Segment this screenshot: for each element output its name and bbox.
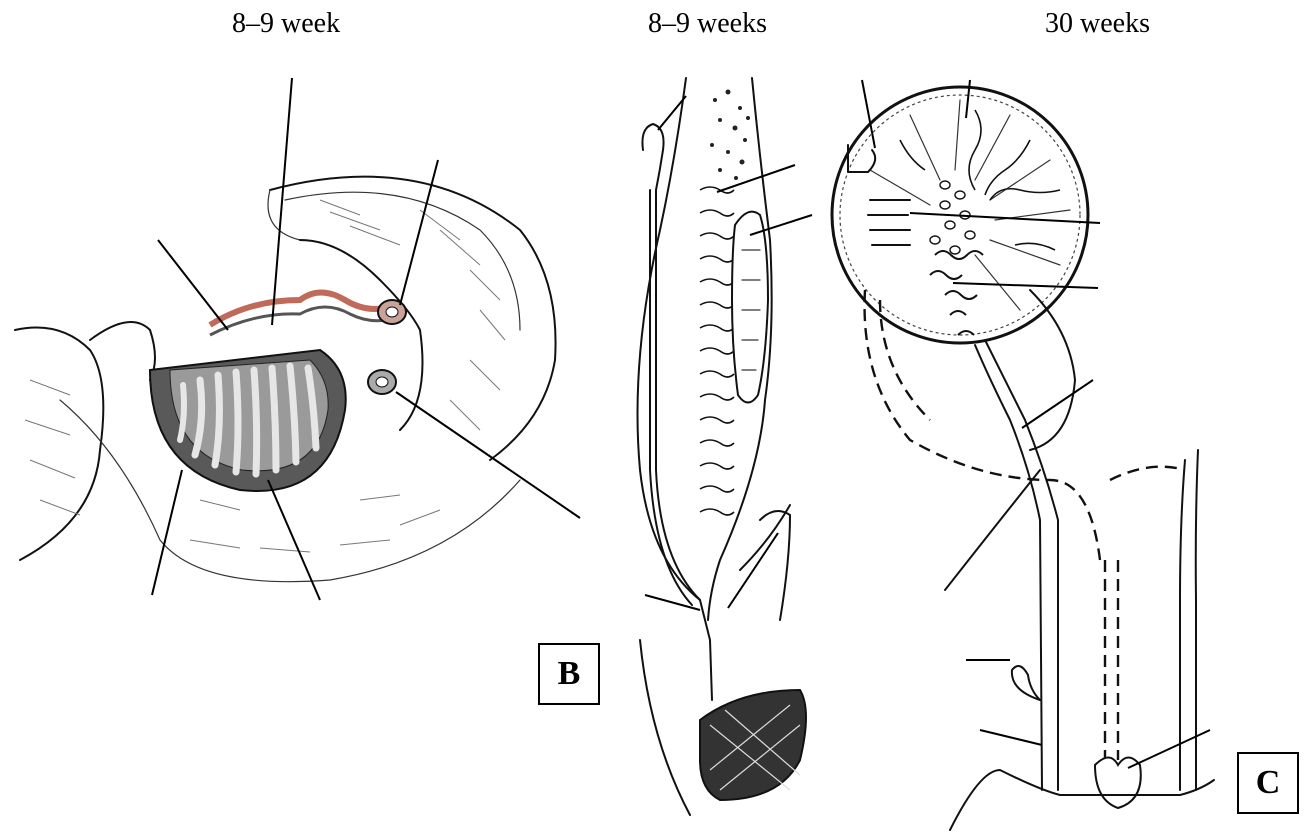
speckles — [710, 90, 750, 181]
right-duct-outer — [1180, 460, 1185, 790]
panel-b-drawing — [638, 78, 813, 815]
midline-dashed — [1105, 560, 1118, 760]
left-fold — [15, 328, 103, 561]
body-wall-b — [640, 640, 690, 815]
panel-b-leaders — [645, 96, 812, 610]
urogenital-sinus — [700, 690, 806, 800]
panel-c-drawing — [832, 80, 1214, 830]
vas-deferens-left-inner — [985, 340, 1058, 790]
vas-deferens-left-outer — [975, 345, 1042, 790]
right-descent-dashed — [1110, 467, 1185, 480]
panel-a-leaders — [152, 78, 580, 600]
seminal-vesicle — [1012, 666, 1040, 700]
gubernaculum-band — [945, 470, 1040, 590]
pelvic-floor — [950, 770, 1214, 830]
mesonephros-left-edge — [638, 78, 713, 700]
gonadal-ridge — [732, 212, 768, 403]
right-duct-inner — [1196, 450, 1198, 790]
paramesonephric-duct-b — [642, 124, 700, 600]
panel-label-b: B — [538, 643, 600, 705]
panel-a-drawing — [15, 78, 580, 600]
mesonephric-tubules — [700, 187, 734, 515]
panel-label-c: C — [1237, 752, 1299, 814]
